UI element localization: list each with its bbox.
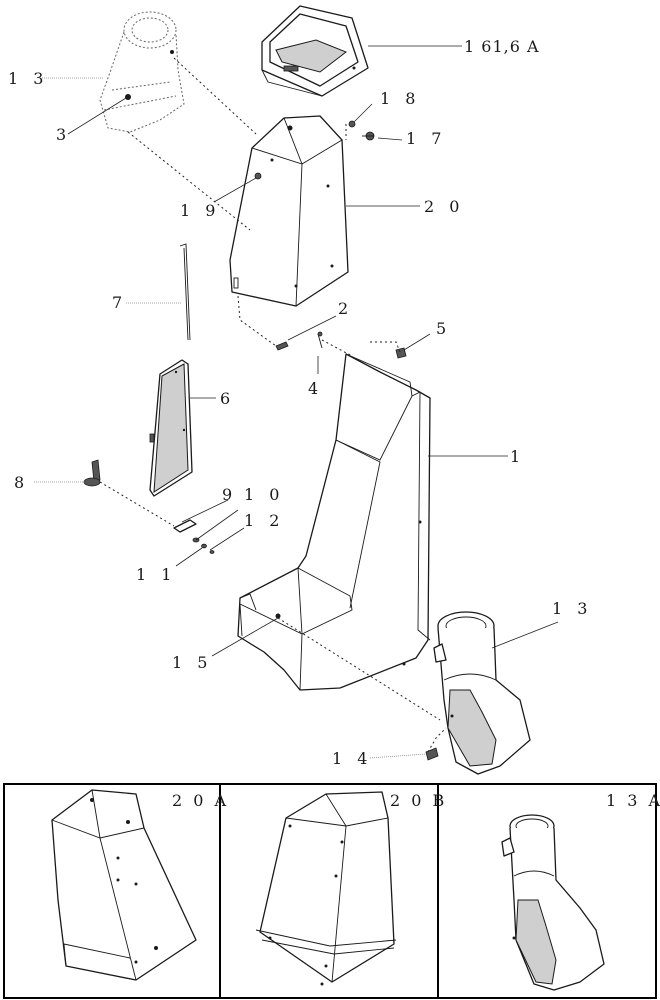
part-7-rod	[179, 243, 191, 341]
part-1-main-chute	[237, 353, 431, 691]
callout-5: 5	[436, 319, 451, 338]
inset-20a-label: 2 0 A	[172, 791, 229, 810]
callout-3: 3	[56, 125, 71, 144]
inset-panels: 2 0 A 2 0 B 1 3 A	[3, 783, 660, 999]
assembly-lines	[99, 57, 447, 753]
inset-20a-part	[51, 789, 197, 981]
parts-9-12-hardware	[173, 519, 215, 554]
callout-11: 1 1	[136, 565, 176, 584]
callout-4: 4	[308, 379, 323, 398]
callout-13-bottom: 1 3	[552, 599, 592, 618]
callout-6: 6	[220, 389, 235, 408]
callout-19: 1 9	[180, 201, 220, 220]
callout-14: 1 4	[332, 749, 372, 768]
callout-20: 2 0	[424, 197, 464, 216]
callout-7: 7	[112, 293, 127, 312]
part-14-bolt	[425, 747, 439, 761]
callout-18: 1 8	[380, 89, 420, 108]
part-13-ghost-spout	[99, 11, 185, 133]
fasteners	[254, 120, 407, 359]
inset-20b-part	[255, 791, 397, 986]
part-13-lower-spout	[433, 611, 531, 775]
part-6-plate	[149, 359, 193, 497]
leader-lines	[34, 45, 559, 759]
inset-13a-label: 1 3 A	[606, 791, 660, 810]
part-8-wing-bolt	[83, 459, 101, 487]
callout-13-top: 1 3	[8, 69, 48, 88]
callout-labels: 1 3 3 1 61,6 A 1 8 1 7 1 9 2 0 7 2 5 4 6…	[8, 37, 592, 768]
callout-16: 1 61,6 A	[464, 37, 540, 56]
callout-17: 1 7	[406, 129, 446, 148]
callout-12: 1 2	[244, 511, 284, 530]
callout-1: 1	[510, 447, 525, 466]
inset-20b-label: 2 0 B	[390, 791, 447, 810]
callout-8: 8	[14, 473, 29, 492]
part-20-upper-chute	[229, 115, 349, 307]
callout-15: 1 5	[172, 653, 212, 672]
part-16-hood	[261, 5, 369, 97]
callout-10: 1 0	[244, 485, 284, 504]
callout-9: 9	[222, 485, 237, 504]
inset-13a-part	[501, 814, 605, 991]
inset-13a-frame	[437, 783, 657, 999]
callout-2: 2	[338, 299, 353, 318]
